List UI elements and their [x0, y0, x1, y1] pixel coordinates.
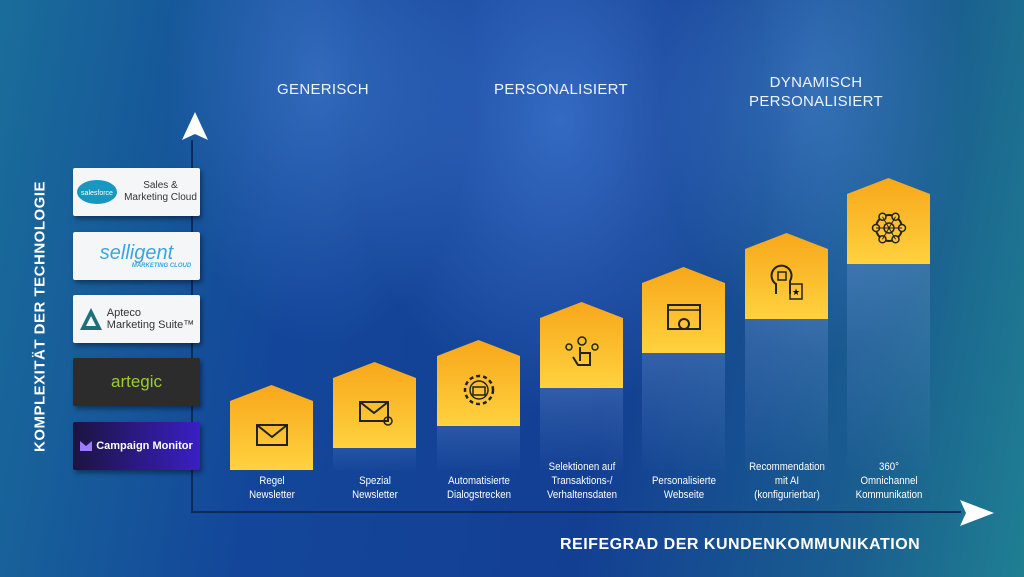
logo-artegic: artegic [73, 358, 200, 406]
step-label-line: Transaktions-/ [551, 475, 612, 487]
envelope-heart-icon [358, 401, 393, 426]
step-label-line: Spezial [358, 475, 391, 487]
y-axis-label: KOMPLEXITÄT DER TECHNOLOGIE [31, 181, 49, 453]
apteco-triangle-icon [79, 308, 102, 330]
step-column [745, 293, 828, 470]
salesforce-cloud-icon: salesforce [77, 180, 118, 204]
envelope-icon [255, 423, 288, 446]
step-box [540, 302, 623, 388]
step-label-line: Omnichannel [859, 475, 918, 487]
ai-head-icon: ★ [770, 264, 803, 300]
header-dynamic-line2: PERSONALISIERT [749, 93, 883, 110]
arrow-right-icon [960, 500, 994, 526]
logo-campaign-monitor: Campaign Monitor [73, 422, 200, 470]
x-axis-label: REIFEGRAD DER KUNDENKOMMUNIKATION [560, 536, 921, 553]
x-axis-line [191, 511, 961, 513]
step-label-line: Regel [258, 475, 285, 487]
step-box [333, 362, 416, 448]
logo-subtext: MARKETING CLOUD [131, 263, 192, 269]
step-label-line: Webseite [663, 489, 704, 501]
svg-text:★: ★ [791, 287, 799, 297]
logo-salesforce: salesforce Sales &Marketing Cloud [73, 168, 200, 216]
arrow-up-icon [182, 112, 208, 140]
gear-mail-icon [463, 374, 494, 406]
step-box [230, 385, 313, 470]
step-box [642, 267, 725, 353]
header-dynamic: DYNAMISCH PERSONALISIERT [736, 73, 896, 111]
step-label-line: 360° [878, 461, 899, 473]
logo-selligent: selligent MARKETING CLOUD [73, 232, 200, 280]
step-box [437, 340, 520, 426]
header-generic: GENERISCH [277, 81, 369, 98]
logo-text: Marketing Suite™ [106, 319, 195, 331]
step-label-line: Newsletter [351, 489, 398, 501]
network-icon [871, 212, 906, 244]
step-label-line: Recommendation [748, 461, 825, 473]
step-label-line: Verhaltensdaten [546, 489, 617, 501]
svg-text:salesforce: salesforce [81, 190, 113, 197]
step-label-line: Dialogstrecken [446, 489, 511, 501]
touch-select-icon [564, 336, 599, 366]
header-dynamic-line1: DYNAMISCH [769, 74, 863, 91]
campaign-monitor-icon [80, 441, 93, 451]
step-label-line: Newsletter [248, 489, 295, 501]
logo-text: Campaign Monitor [96, 440, 193, 452]
step-box [847, 178, 930, 264]
step-label-line: Personalisierte [651, 475, 716, 487]
logo-text: selligent [99, 242, 174, 264]
logo-text: Sales & [143, 180, 178, 191]
step-label-line: (konfigurierbar) [753, 489, 820, 501]
step-label-line: mit AI [774, 475, 799, 487]
step-box: ★ [745, 233, 828, 319]
browser-gear-icon [666, 304, 701, 330]
logo-text: Apteco [106, 307, 142, 319]
header-personalized: PERSONALISIERT [494, 81, 628, 98]
logo-text: Marketing Cloud [124, 192, 197, 203]
step-label-line: Automatisierte [447, 475, 510, 487]
step-label-line: Selektionen auf [548, 461, 615, 473]
step-label-line: Kommunikation [855, 489, 922, 501]
step-column [847, 238, 930, 470]
step-label: Recommendation mit AI (konfigurierbar) [738, 460, 835, 502]
